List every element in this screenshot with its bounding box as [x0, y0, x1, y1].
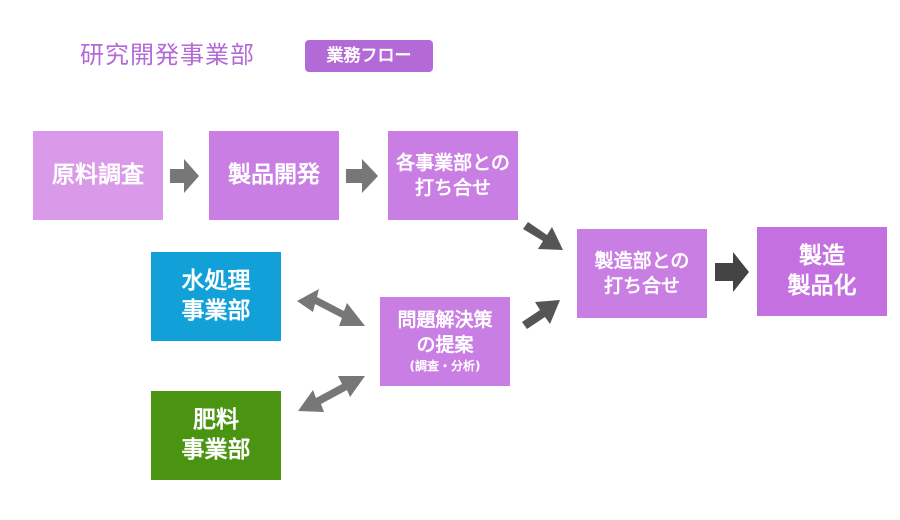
node-label: 問題解決策 の提案	[397, 309, 493, 356]
workflow-badge: 業務フロー	[305, 40, 433, 72]
node-label: 製造部との 打ち合せ	[594, 249, 690, 297]
node-label: 肥料 事業部	[181, 406, 251, 463]
node-label: 製造 製品化	[787, 242, 857, 299]
double-arrow-icon	[297, 289, 365, 326]
arrow-right-icon	[170, 159, 199, 193]
node-label: 製品開発	[228, 161, 320, 188]
node-label: 各事業部との 打ち合せ	[396, 151, 510, 199]
node-manufacturing-meeting: 製造部との 打ち合せ	[577, 229, 707, 318]
arrow-right-icon	[715, 252, 749, 292]
node-label: 原料調査	[52, 161, 144, 188]
node-label: 水処理 事業部	[181, 267, 251, 324]
double-arrow-icon	[298, 376, 365, 412]
arrow-right-icon	[346, 159, 378, 193]
node-water-treatment-division: 水処理 事業部	[151, 252, 281, 341]
node-fertilizer-division: 肥料 事業部	[151, 391, 281, 480]
node-sublabel: (調査・分析)	[409, 359, 481, 374]
page-title: 研究開発事業部	[80, 41, 255, 69]
node-productization: 製造 製品化	[757, 227, 887, 316]
node-raw-material-research: 原料調査	[33, 131, 163, 220]
arrow-diagonal-icon	[522, 300, 560, 329]
node-product-development: 製品開発	[209, 131, 339, 220]
arrow-diagonal-icon	[523, 222, 563, 250]
node-division-meeting: 各事業部との 打ち合せ	[388, 131, 518, 220]
node-problem-solution-proposal: 問題解決策 の提案 (調査・分析)	[380, 297, 510, 386]
